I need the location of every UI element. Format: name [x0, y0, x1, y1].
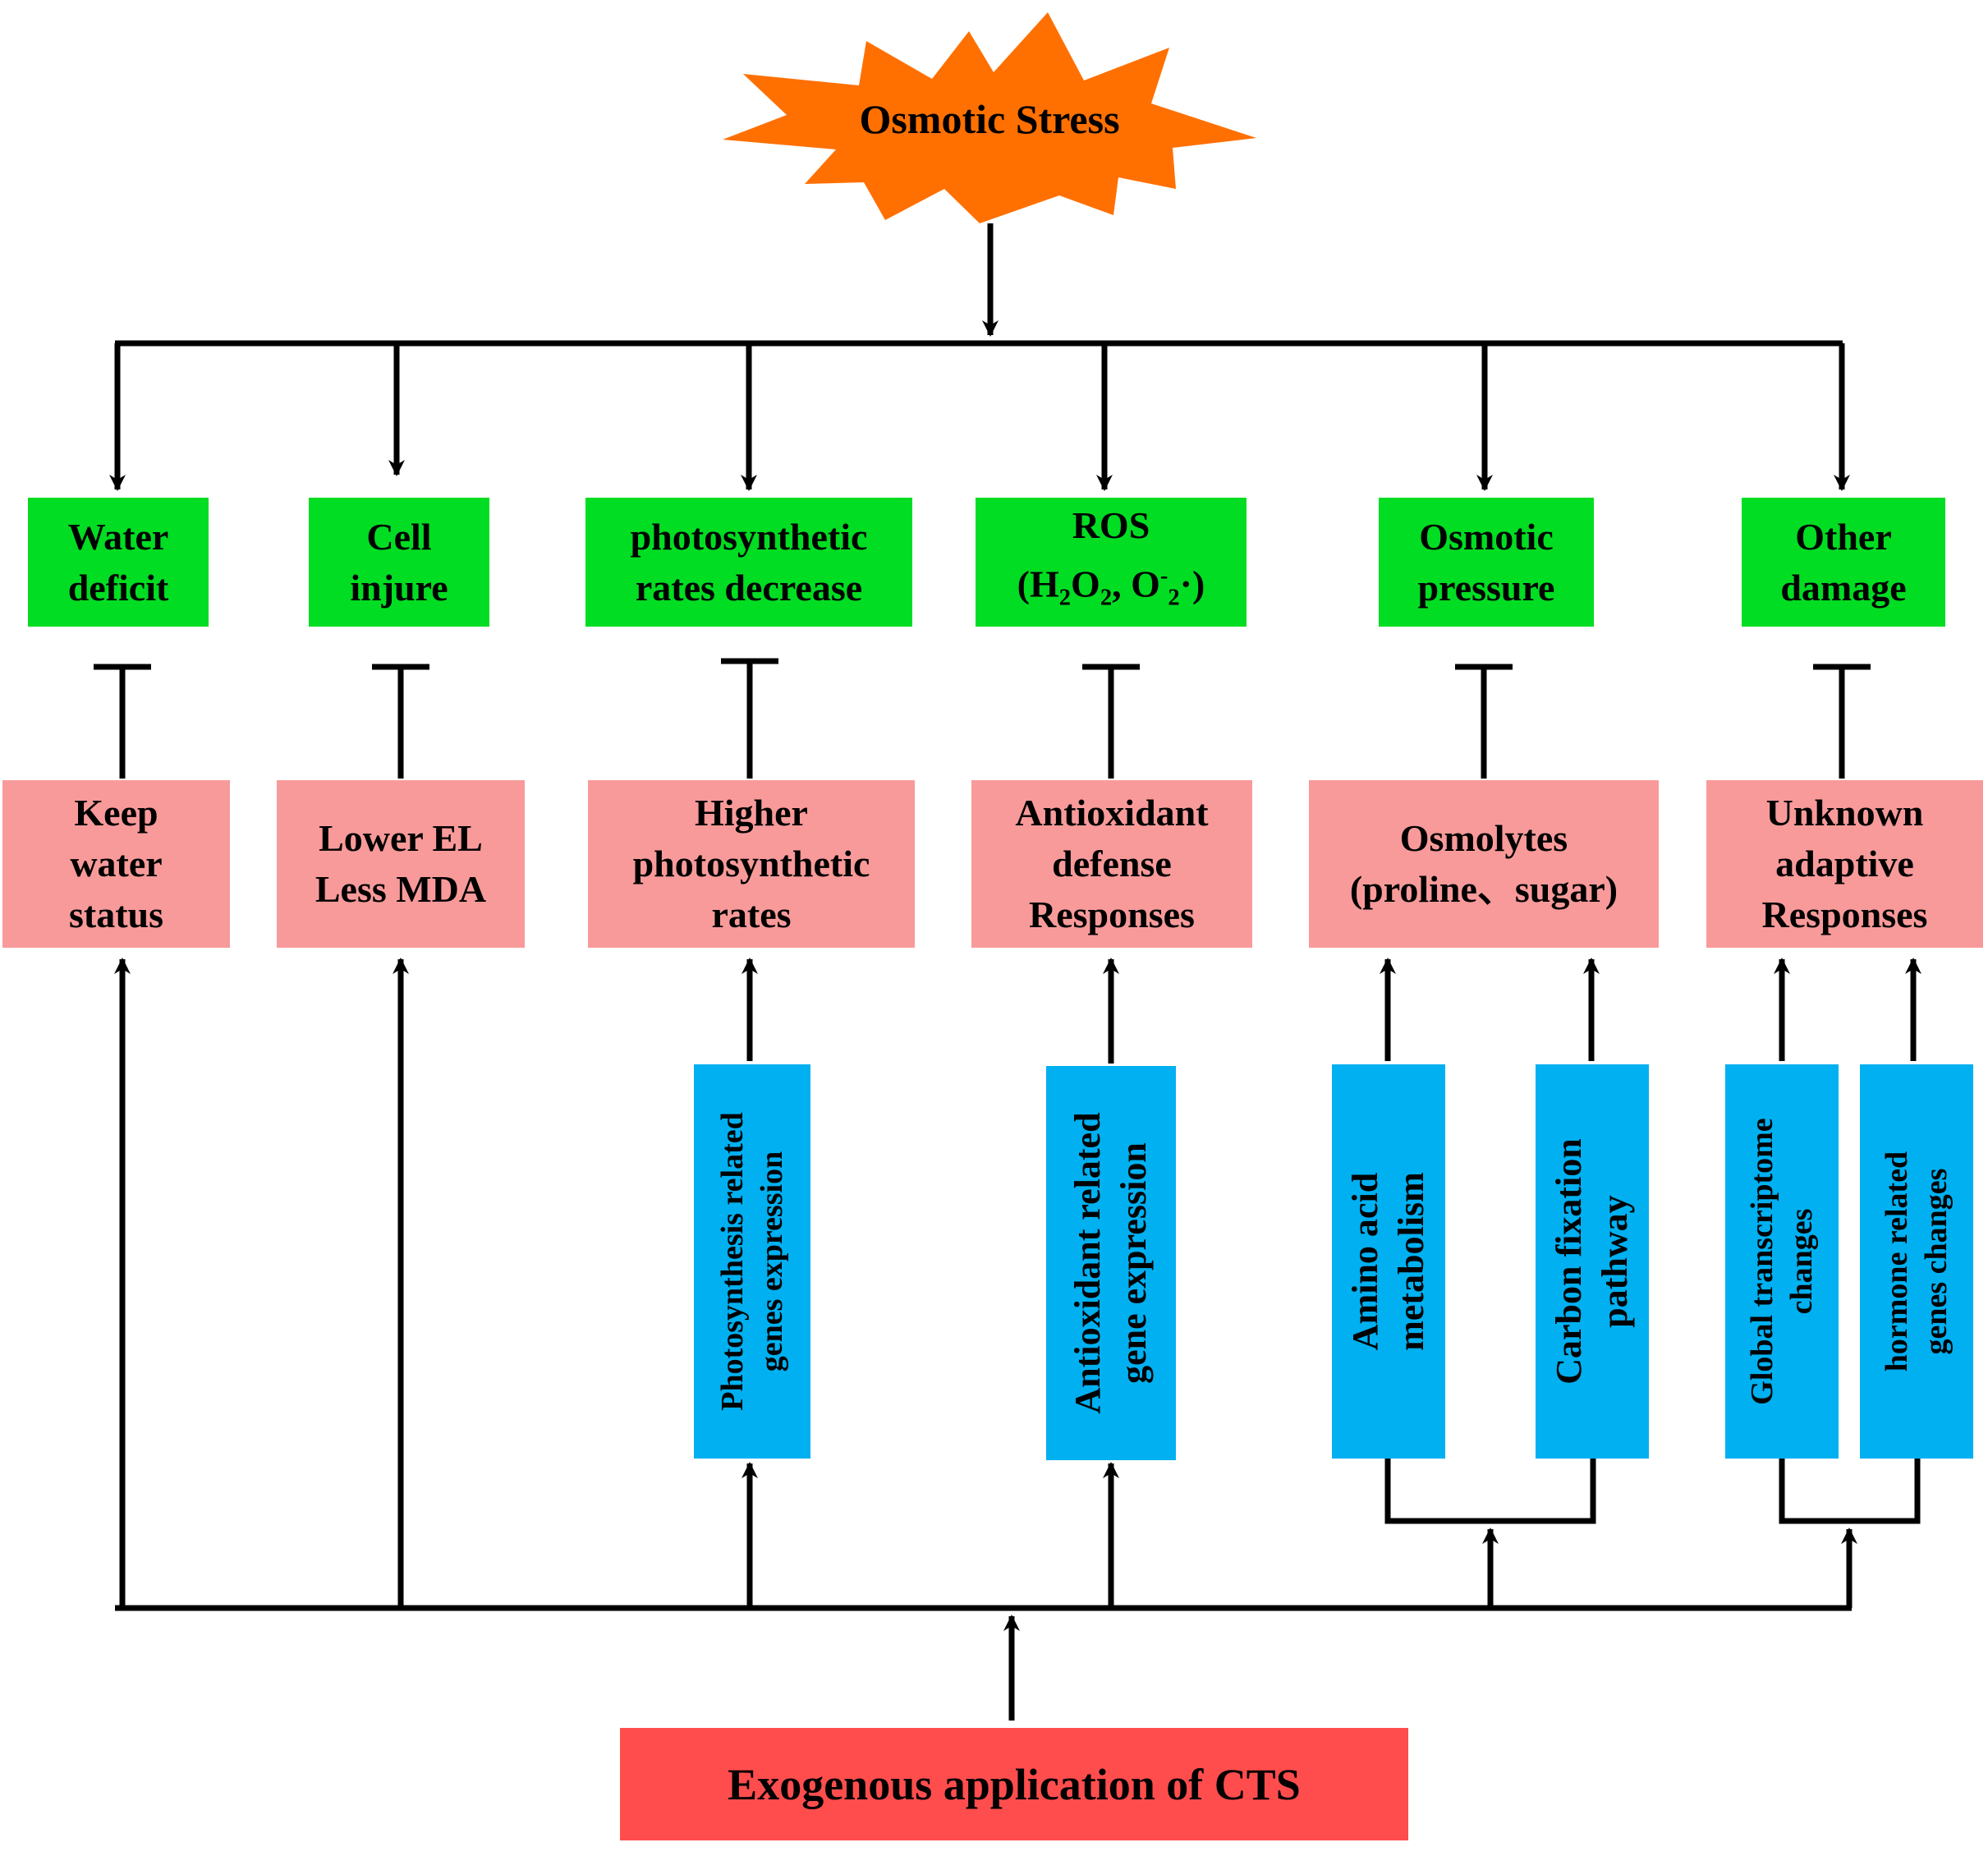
- response-lower-el-less-mda-label: Lower EL Less MDA: [314, 817, 487, 910]
- mechanism-photosynthesis-genes: Photosynthesis related genes expression: [694, 1064, 810, 1459]
- response-keep-water-status-label: Keep water status: [68, 792, 164, 935]
- osmolyte-bracket: [1384, 1458, 1596, 1524]
- unknown-bracket: [1779, 1458, 1921, 1524]
- effect-photosynthetic-decrease: photosynthetic rates decrease: [585, 498, 912, 627]
- mechanism-global-transcriptome: Global transcriptome changes: [1725, 1064, 1839, 1459]
- osmotic-stress-burst: [723, 12, 1256, 223]
- response-keep-water-status: Keep water status: [2, 780, 230, 948]
- mechanism-carbon-fixation: Carbon fixation pathway: [1536, 1064, 1649, 1459]
- mechanism-global-transcriptome-label: Global transcriptome changes: [1745, 1118, 1819, 1405]
- mechanism-amino-acid-metabolism: Amino acid metabolism: [1332, 1064, 1445, 1459]
- response-unknown-adaptive: Unknown adaptive Responses: [1706, 780, 1983, 948]
- mechanism-photosynthesis-genes-label: Photosynthesis related genes expression: [715, 1112, 789, 1411]
- treatment-cts: Exogenous application of CTS: [620, 1728, 1408, 1840]
- effect-osmotic-pressure: Osmotic pressure: [1379, 498, 1594, 627]
- mechanism-carbon-fixation-label: Carbon fixation pathway: [1549, 1138, 1635, 1385]
- response-higher-photosynthetic-rates-label: Higher photosynthetic rates: [632, 792, 870, 935]
- effect-other-damage-label: Other damage: [1780, 515, 1907, 609]
- response-higher-photosynthetic-rates: Higher photosynthetic rates: [588, 780, 915, 948]
- effect-other-damage: Other damage: [1742, 498, 1945, 627]
- mechanism-antioxidant-genes: Antioxidant related gene expression: [1046, 1066, 1176, 1460]
- effect-water-deficit: Water deficit: [28, 498, 209, 627]
- response-antioxidant-defense: Antioxidant defense Responses: [971, 780, 1252, 948]
- effect-water-deficit-label: Water deficit: [67, 515, 169, 609]
- effect-photosynthetic-decrease-label: photosynthetic rates decrease: [630, 515, 868, 609]
- mechanism-antioxidant-genes-label: Antioxidant related gene expression: [1067, 1112, 1154, 1414]
- response-antioxidant-defense-label: Antioxidant defense Responses: [1015, 792, 1209, 935]
- effect-cell-injure: Cell injure: [309, 498, 489, 627]
- response-lower-el-less-mda: Lower EL Less MDA: [277, 780, 525, 948]
- treatment-cts-label: Exogenous application of CTS: [728, 1759, 1301, 1809]
- effect-ros-formula: (H2O2, O-2·): [1017, 563, 1205, 611]
- mechanism-hormone-genes-label: hormone related genes changes: [1880, 1151, 1954, 1372]
- effect-osmotic-pressure-label: Osmotic pressure: [1417, 515, 1555, 609]
- mechanism-hormone-genes: hormone related genes changes: [1860, 1064, 1973, 1459]
- effect-ros-label: ROS: [1072, 504, 1150, 547]
- response-osmolytes-label: Osmolytes (proline、sugar): [1349, 817, 1618, 910]
- mechanism-amino-acid-metabolism-label: Amino acid metabolism: [1345, 1172, 1431, 1351]
- osmotic-stress-label: Osmotic Stress: [859, 96, 1120, 142]
- response-osmolytes: Osmolytes (proline、sugar): [1309, 780, 1659, 948]
- effect-ros: ROS (H2O2, O-2·): [976, 498, 1247, 627]
- effect-cell-injure-label: Cell injure: [350, 515, 448, 609]
- response-unknown-adaptive-label: Unknown adaptive Responses: [1761, 792, 1928, 935]
